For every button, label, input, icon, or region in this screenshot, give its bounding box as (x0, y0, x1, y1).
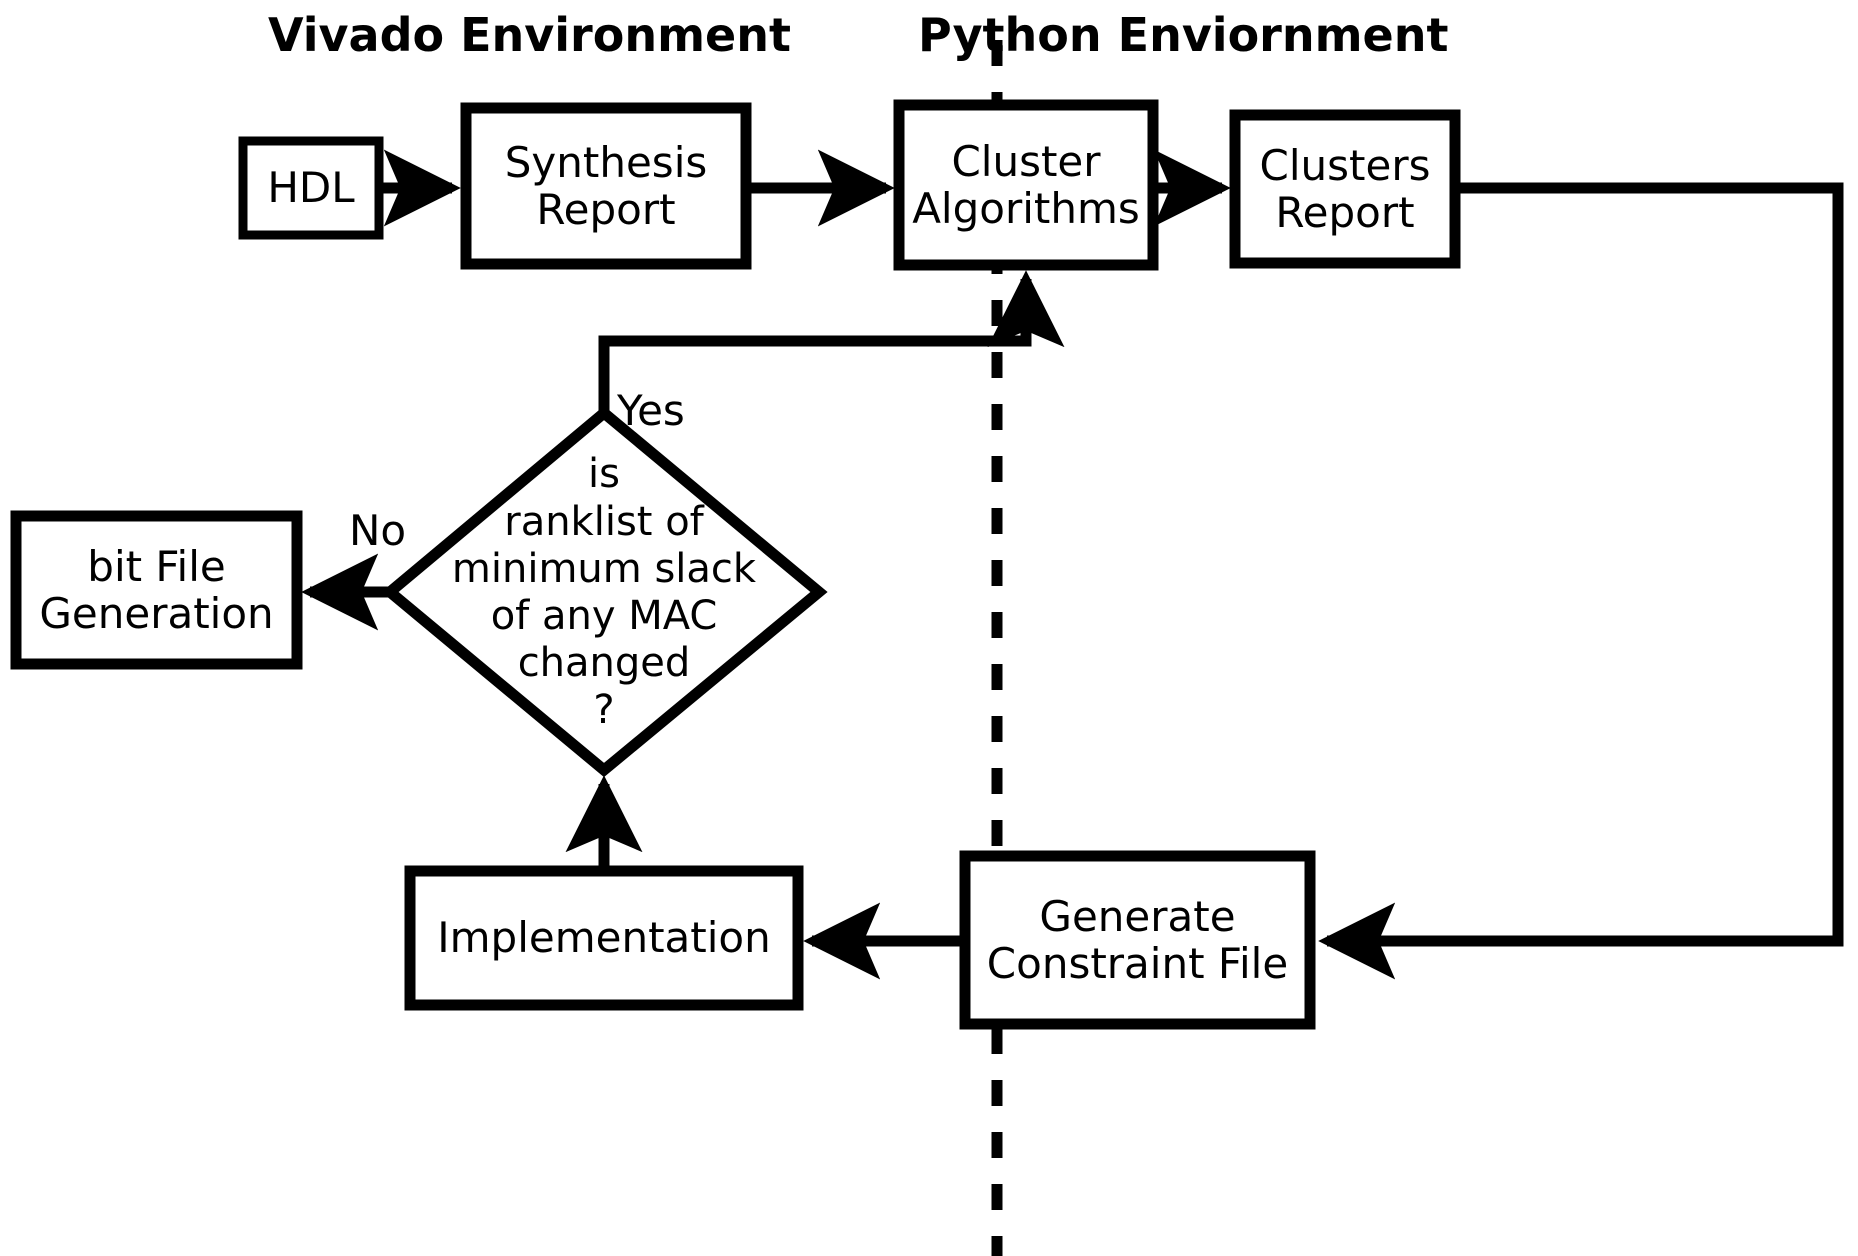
node-decision-line-5: changed (517, 640, 691, 687)
edge-label-no: No (349, 506, 407, 555)
node-decision-line-2: ranklist of (504, 498, 704, 545)
edge-clusters-report-to-generate-constraint (1318, 182, 1844, 980)
node-decision-label: is ranklist of minimum slack of any MAC … (424, 451, 784, 734)
node-cluster-algorithms-shape[interactable] (893, 99, 1159, 271)
node-bit-file-generation-shape[interactable] (10, 510, 303, 670)
edge-decision-yes-to-cluster-algorithms (598, 270, 1065, 413)
vivado-environment-title: Vivado Environment (268, 8, 791, 62)
node-clusters-report-shape[interactable] (1229, 109, 1461, 269)
node-decision-line-4: of any MAC (490, 593, 718, 639)
node-decision-line-3: minimum slack (451, 545, 757, 592)
python-environment-title: Python Enviornment (918, 8, 1449, 62)
node-decision-line-1: is (588, 451, 620, 498)
edge-label-yes: Yes (617, 386, 685, 435)
node-synthesis-report-shape[interactable] (460, 102, 752, 270)
node-generate-constraint-file-shape[interactable] (959, 850, 1316, 1030)
node-hdl-shape[interactable] (238, 136, 384, 240)
node-decision-shape[interactable] (381, 405, 828, 778)
node-decision-line-6: ? (593, 687, 615, 734)
node-implementation-shape[interactable] (404, 865, 804, 1011)
